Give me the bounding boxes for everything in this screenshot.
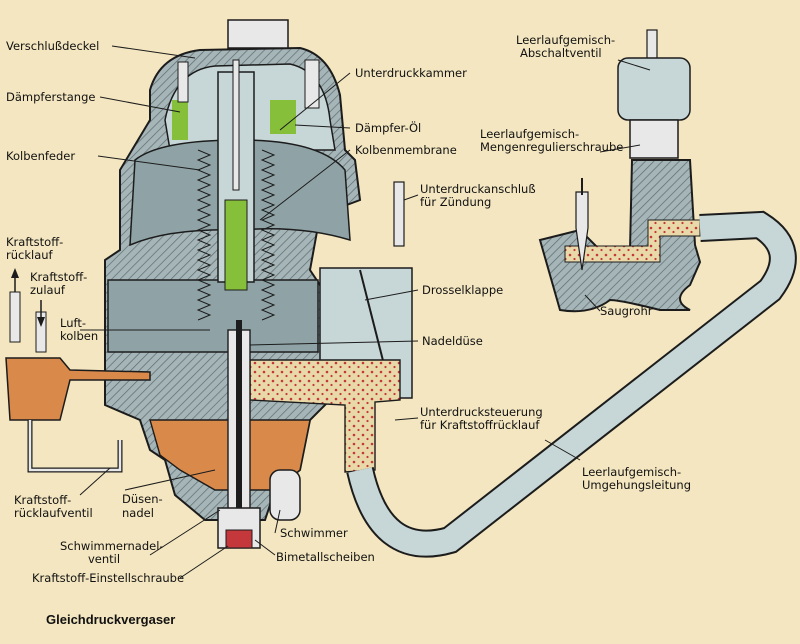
bypass-line-inner	[348, 212, 795, 556]
label-saugrohr: Saugrohr	[600, 304, 653, 318]
label-mengenregulier-1: Leerlaufgemisch-	[480, 127, 580, 141]
diagram-title: Gleichdruckvergaser	[46, 612, 176, 627]
cap-bolt-right	[304, 59, 320, 109]
label-duesennadel-1: Düsen-	[122, 492, 163, 506]
arrow-return-head	[11, 268, 19, 278]
fuel-lines	[5, 291, 151, 473]
float	[269, 469, 301, 521]
label-kolbenmembrane: Kolbenmembrane	[355, 143, 457, 157]
label-abschaltventil-1: Leerlaufgemisch-	[516, 33, 616, 47]
label-mengenregulier-2: Mengenregulierschraube	[480, 140, 624, 154]
label-unterdruckanschluss-2: für Zündung	[420, 195, 492, 209]
label-umgehung-1: Leerlaufgemisch-	[582, 465, 682, 479]
label-kraftstoff-ruecklauf-2: rücklauf	[6, 248, 53, 262]
label-unterdrucksteuerung-1: Unterdrucksteuerung	[420, 405, 543, 419]
cap-bolt-left	[177, 61, 189, 103]
label-umgehung-2: Umgehungsleitung	[582, 478, 692, 492]
mixture-screw	[575, 191, 589, 271]
label-nadelduese: Nadeldüse	[422, 334, 483, 348]
leader-lines	[79, 45, 651, 579]
label-kraftstoff-zulauf-2: zulauf	[30, 283, 65, 297]
label-drosselklappe: Drosselklappe	[422, 283, 504, 297]
label-schwimmernadelventil-1: Schwimmernadel-	[60, 539, 164, 553]
top-cap	[227, 19, 289, 49]
label-duesennadel-2: nadel	[122, 506, 154, 520]
label-ruecklaufventil-2: rücklaufventil	[14, 506, 93, 520]
label-unterdruckanschluss-1: Unterdruckanschluß	[420, 182, 536, 196]
label-verschlussdeckel: Verschlußdeckel	[6, 39, 100, 53]
label-ruecklaufventil-1: Kraftstoff-	[14, 493, 72, 507]
intake-manifold	[538, 159, 702, 313]
label-luftkolben-2: kolben	[60, 329, 99, 343]
label-daempferstange: Dämpferstange	[6, 90, 96, 104]
label-schwimmernadelventil-2: ventil	[88, 552, 121, 566]
label-unterdruckkammer: Unterdruckkammer	[355, 66, 467, 80]
needle-jet	[217, 320, 261, 549]
arrow-supply-head	[37, 317, 45, 327]
label-kraftstoff-zulauf-1: Kraftstoff-	[30, 270, 88, 284]
label-unterdrucksteuerung-2: für Kraftstoffrücklauf	[420, 418, 540, 432]
label-daempfer-oel: Dämpfer-Öl	[355, 121, 422, 135]
label-kraftstoff-ruecklauf-1: Kraftstoff-	[6, 235, 64, 249]
label-bimetallscheiben: Bimetallscheiben	[276, 550, 375, 564]
label-einstellschraube: Kraftstoff-Einstellschraube	[32, 571, 185, 585]
oil-left	[172, 100, 188, 140]
piston-spring	[196, 149, 276, 321]
damper-rod	[217, 59, 255, 291]
oil-right	[270, 100, 296, 134]
ignition-vacuum-pipe	[393, 181, 405, 247]
label-luftkolben-1: Luft-	[60, 316, 86, 330]
label-kolbenfeder: Kolbenfeder	[6, 149, 76, 163]
label-abschaltventil-2: Abschaltventil	[520, 46, 602, 60]
label-schwimmer: Schwimmer	[280, 526, 348, 540]
idle-cutoff-valve	[617, 29, 691, 159]
